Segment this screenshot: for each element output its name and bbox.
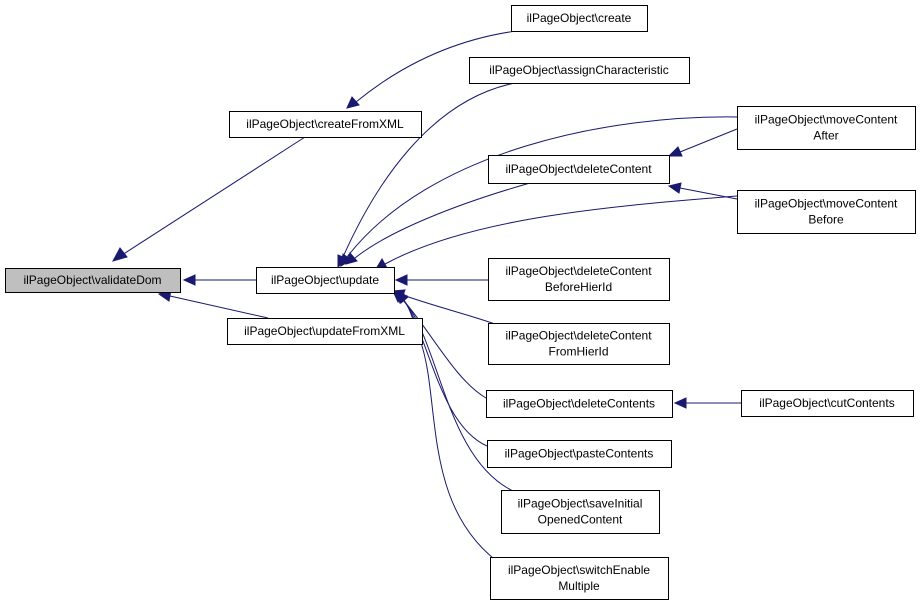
node-label-line: ilPageObject\updateFromXML (244, 324, 405, 338)
edge-line (402, 294, 499, 326)
edge-line (403, 299, 488, 447)
arrowhead-icon (340, 253, 352, 267)
node-label-line: ilPageObject\deleteContent (505, 329, 652, 343)
node-label-line: Before (808, 213, 844, 227)
edge-create-to-createFromXML (346, 30, 517, 109)
node-validateDom[interactable]: ilPageObject\validateDom (5, 268, 181, 293)
edge-update-to-validateDom (182, 274, 256, 286)
edge-line (355, 30, 517, 103)
arrowhead-icon (346, 96, 360, 109)
node-label-line: ilPageObject\validateDom (23, 273, 161, 287)
node-label-line: ilPageObject\cutContents (759, 396, 894, 410)
node-deleteContent[interactable]: ilPageObject\deleteContent (488, 155, 670, 184)
node-box (741, 390, 914, 417)
node-label-line: ilPageObject\createFromXML (246, 117, 404, 131)
edge-line (679, 187, 738, 200)
arrowhead-icon (667, 146, 683, 157)
edge-moveContentAfter-to-update (340, 116, 738, 267)
edge-moveContentAfter-to-deleteContent (667, 128, 738, 157)
edge-createFromXML-to-validateDom (111, 136, 306, 262)
node-label-line: FromHierId (548, 345, 608, 359)
arrowhead-icon (182, 274, 196, 286)
edges-layer (111, 30, 741, 568)
node-pasteContents[interactable]: ilPageObject\pasteContents (487, 440, 672, 468)
node-label-line: ilPageObject\create (527, 11, 632, 25)
node-box (737, 190, 916, 234)
node-box (229, 111, 422, 138)
node-label-line: ilPageObject\deleteContent (505, 264, 652, 278)
arrowhead-icon (673, 397, 687, 409)
node-deleteContents[interactable]: ilPageObject\deleteContents (486, 390, 673, 418)
node-label-line: BeforeHierId (545, 280, 612, 294)
node-box (737, 106, 916, 150)
edge-deleteContent-to-update (345, 182, 531, 265)
node-box (469, 57, 690, 84)
node-box (488, 155, 670, 184)
node-label-line: ilPageObject\pasteContents (505, 447, 654, 461)
node-box (486, 390, 673, 418)
node-box (487, 440, 672, 468)
node-box (488, 323, 670, 365)
edge-moveContentBefore-to-deleteContent (667, 182, 738, 200)
edge-line (354, 182, 531, 259)
edge-line (346, 116, 738, 258)
node-box (490, 557, 669, 600)
node-label-line: ilPageObject\moveContent (755, 113, 898, 127)
node-label-line: ilPageObject\update (271, 273, 379, 287)
node-label-line: OpenedContent (538, 513, 623, 527)
node-box (5, 268, 181, 293)
edge-cutContents-to-deleteContents (673, 397, 741, 409)
nodes-layer: ilPageObject\validateDom ilPageObject\cre… (5, 5, 916, 600)
edge-line (169, 295, 269, 319)
node-label-line: ilPageObject\deleteContent (505, 162, 652, 176)
edge-deleteContentBeforeHierId-to-update (394, 274, 488, 286)
arrowhead-icon (392, 290, 405, 303)
node-box (501, 490, 660, 534)
node-label-line: Multiple (558, 579, 600, 593)
node-label-line: ilPageObject\assignCharacteristic (489, 63, 668, 77)
node-label-line: ilPageObject\deleteContents (503, 397, 655, 411)
node-box (227, 318, 423, 345)
node-label-line: ilPageObject\switchEnable (508, 563, 650, 577)
edge-line (121, 136, 306, 256)
arrowhead-icon (667, 182, 682, 194)
node-update[interactable]: ilPageObject\update (256, 267, 395, 294)
edge-line (399, 296, 506, 568)
node-label-line: After (813, 129, 838, 143)
arrowhead-icon (394, 274, 408, 286)
node-label-line: ilPageObject\saveInitial (518, 497, 643, 511)
node-box (511, 5, 648, 32)
edge-line (384, 195, 738, 265)
edge-line (679, 128, 738, 153)
node-box (488, 258, 670, 301)
edge-line (342, 82, 516, 258)
node-label-line: ilPageObject\moveContent (755, 197, 898, 211)
node-assignCharacteristic[interactable]: ilPageObject\assignCharacteristic (469, 57, 690, 84)
edge-line (402, 299, 487, 399)
node-updateFromXML[interactable]: ilPageObject\updateFromXML (227, 318, 423, 345)
edge-switchEnableMultiple-to-update (392, 290, 506, 568)
node-createFromXML[interactable]: ilPageObject\createFromXML (229, 111, 422, 138)
node-create[interactable]: ilPageObject\create (511, 5, 648, 32)
arrowhead-icon (111, 247, 128, 262)
node-cutContents[interactable]: ilPageObject\cutContents (741, 390, 914, 417)
node-box (256, 267, 395, 294)
edge-updateFromXML-to-validateDom (157, 289, 269, 319)
